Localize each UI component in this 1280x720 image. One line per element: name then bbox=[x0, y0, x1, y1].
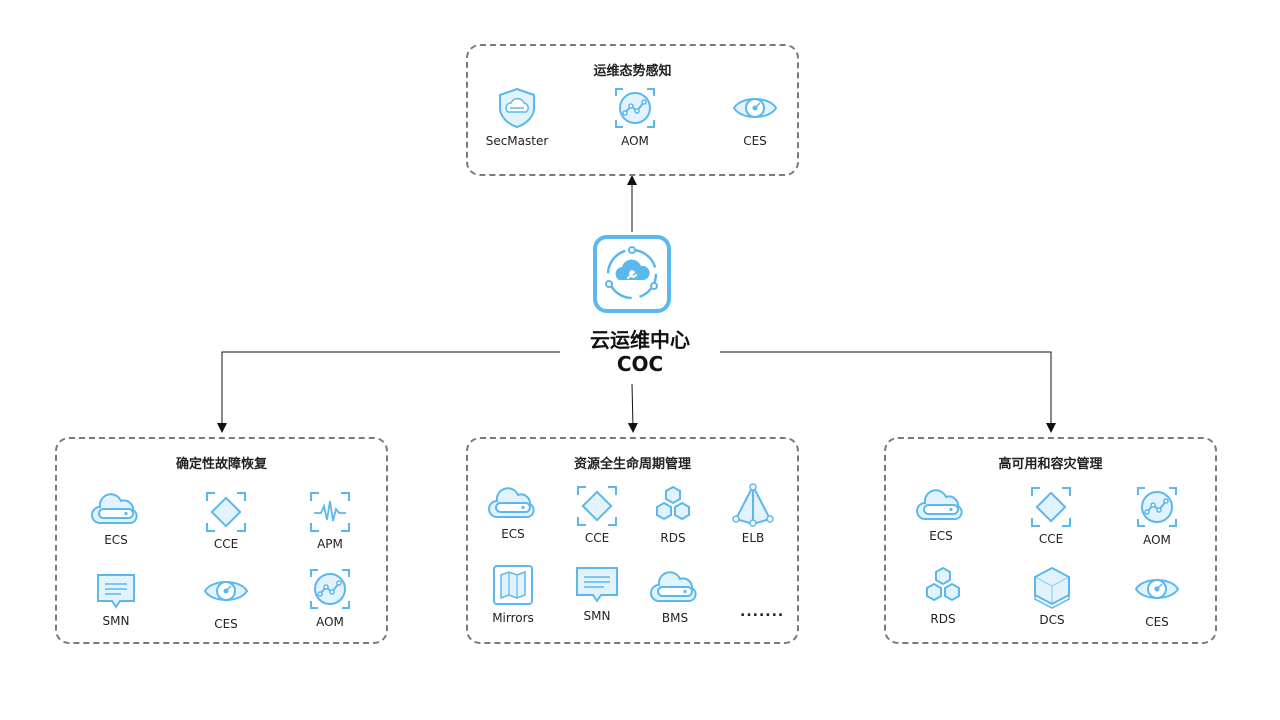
service-label: CES bbox=[743, 134, 767, 148]
group-title: 确定性故障恢复 bbox=[175, 457, 267, 472]
service-label: SMN bbox=[583, 609, 611, 623]
service-label: CCE bbox=[1038, 532, 1064, 546]
cloud-server-icon bbox=[916, 489, 963, 520]
service-rds[interactable]: RDS bbox=[628, 485, 718, 545]
service-label: CCE bbox=[584, 531, 610, 545]
container-icon bbox=[206, 492, 246, 532]
eye-icon bbox=[732, 98, 778, 118]
service-aom[interactable]: AOM bbox=[1112, 485, 1202, 547]
service-secmaster[interactable]: SecMaster bbox=[472, 86, 562, 148]
container-icon bbox=[1031, 487, 1071, 527]
service-label: BMS bbox=[661, 611, 689, 625]
service-elb[interactable]: ELB bbox=[708, 483, 798, 545]
hexagons-icon bbox=[926, 566, 960, 602]
cloud-wrench-icon bbox=[593, 235, 671, 313]
hexagons-icon bbox=[656, 485, 690, 521]
service-label: RDS bbox=[660, 531, 686, 545]
trend-circle-icon bbox=[1137, 487, 1177, 527]
message-icon bbox=[97, 574, 135, 609]
service-mirrors[interactable]: Mirrors bbox=[468, 563, 558, 625]
coc-title-en: COC bbox=[616, 352, 664, 376]
eye-icon bbox=[203, 581, 249, 601]
service-label: AOM bbox=[316, 615, 344, 629]
hexagon-stack-icon bbox=[1034, 566, 1070, 609]
service-aom[interactable]: AOM bbox=[590, 86, 680, 148]
shield-cloud-icon bbox=[499, 87, 535, 129]
cloud-server-icon bbox=[488, 487, 535, 518]
group-high-availability: 高可用和容灾管理 ECS CCE AOM bbox=[884, 437, 1217, 644]
group-title: 运维态势感知 bbox=[593, 64, 672, 79]
container-icon bbox=[577, 486, 617, 526]
service-bms[interactable]: BMS bbox=[630, 567, 720, 625]
service-label: RDS bbox=[930, 612, 956, 626]
coc-title-cn: 云运维中心 bbox=[590, 328, 690, 352]
service-ces[interactable]: CES bbox=[181, 569, 271, 631]
service-label: AOM bbox=[621, 134, 649, 148]
trend-circle-icon bbox=[615, 88, 655, 128]
service-smn[interactable]: SMN bbox=[552, 565, 642, 623]
cloud-server-icon bbox=[650, 571, 697, 602]
image-book-icon bbox=[493, 565, 533, 605]
service-label: Mirrors bbox=[492, 611, 534, 625]
service-label: SecMaster bbox=[485, 134, 549, 148]
service-ecs[interactable]: ECS bbox=[468, 483, 558, 541]
group-ops-awareness: 运维态势感知 SecMaster AOM CES bbox=[466, 44, 799, 176]
service-ecs[interactable]: ECS bbox=[896, 485, 986, 543]
service-label: ECS bbox=[104, 533, 128, 547]
waveform-icon bbox=[310, 492, 350, 532]
coc-center-node[interactable] bbox=[592, 234, 672, 314]
service-rds[interactable]: RDS bbox=[898, 566, 988, 626]
service-label: ECS bbox=[501, 527, 525, 541]
service-label: CES bbox=[1145, 615, 1169, 629]
service-cce[interactable]: CCE bbox=[181, 491, 271, 551]
group-fault-recovery: 确定性故障恢复 ECS CCE APM SMN bbox=[55, 437, 388, 644]
service-label: DCS bbox=[1039, 613, 1065, 627]
group-title: 资源全生命周期管理 bbox=[573, 457, 691, 472]
arrow-to-left-group bbox=[217, 351, 568, 433]
service-ces[interactable]: CES bbox=[710, 86, 800, 148]
trend-circle-icon bbox=[310, 569, 350, 609]
service-label: CCE bbox=[213, 537, 239, 551]
service-label: CES bbox=[214, 617, 238, 631]
service-apm[interactable]: APM bbox=[285, 491, 375, 551]
service-cce[interactable]: CCE bbox=[1006, 486, 1096, 546]
arrow-to-middle-group bbox=[627, 383, 638, 433]
service-label: APM bbox=[317, 537, 343, 551]
group-title: 高可用和容灾管理 bbox=[998, 457, 1103, 472]
service-ces[interactable]: CES bbox=[1112, 567, 1202, 629]
service-aom[interactable]: AOM bbox=[285, 567, 375, 629]
service-ecs[interactable]: ECS bbox=[71, 489, 161, 547]
arrow-to-right-group bbox=[696, 351, 1056, 433]
more-services-ellipsis: ....... bbox=[740, 604, 785, 620]
service-cce[interactable]: CCE bbox=[552, 485, 642, 545]
service-label: ELB bbox=[741, 531, 765, 545]
message-icon bbox=[576, 567, 618, 603]
service-label: ECS bbox=[929, 529, 953, 543]
eye-icon bbox=[1134, 579, 1180, 599]
service-smn[interactable]: SMN bbox=[71, 572, 161, 628]
service-label: AOM bbox=[1143, 533, 1171, 547]
group-resource-lifecycle: 资源全生命周期管理 ECS CCE RDS ELB bbox=[466, 437, 799, 644]
cloud-server-icon bbox=[91, 493, 138, 524]
service-dcs[interactable]: DCS bbox=[1007, 565, 1097, 627]
service-label: SMN bbox=[102, 614, 130, 628]
coc-title: 云运维中心 COC bbox=[560, 328, 720, 376]
load-balancer-icon bbox=[732, 483, 774, 527]
